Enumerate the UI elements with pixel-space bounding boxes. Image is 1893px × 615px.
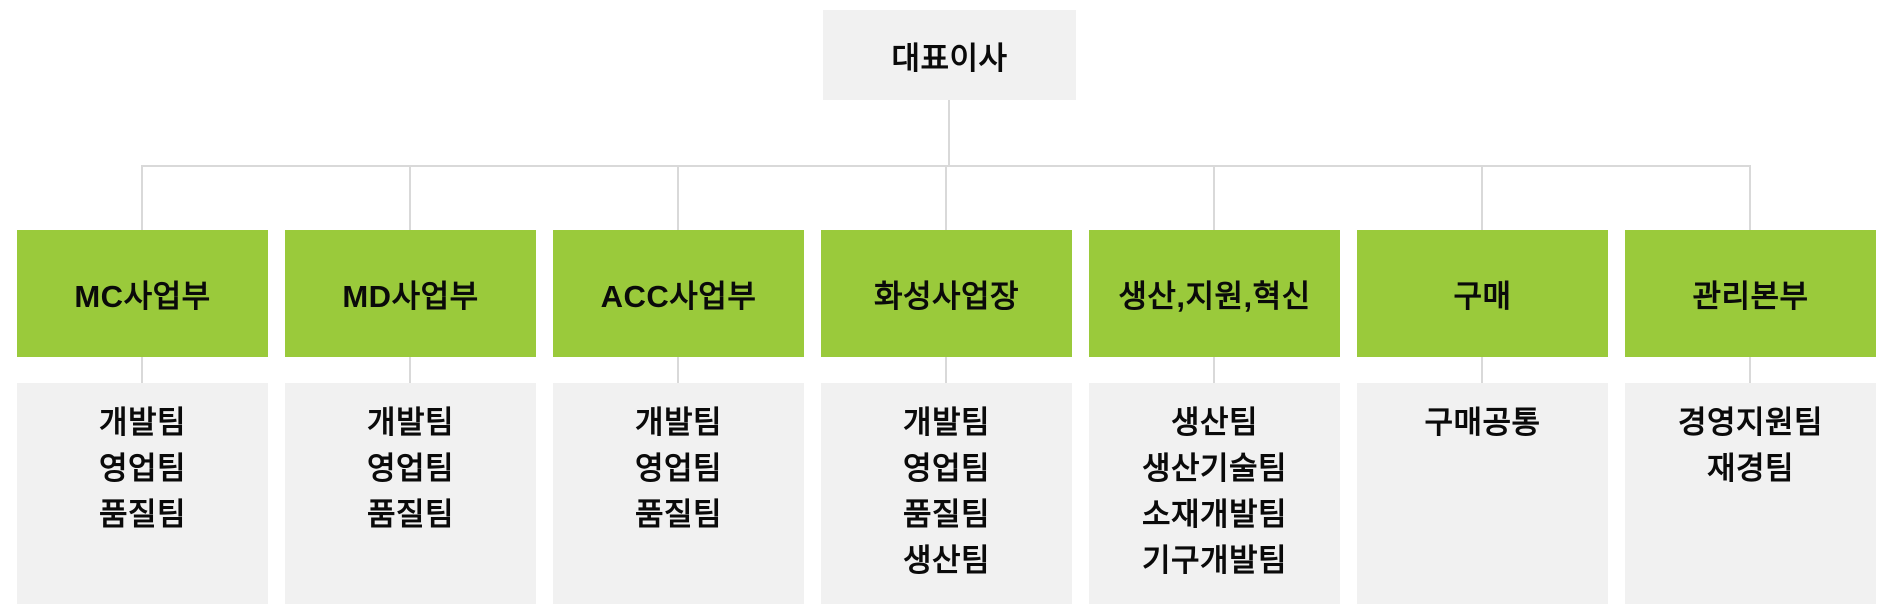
team-item: 구매공통 (1424, 405, 1541, 440)
dept-node: 화성사업장 (821, 230, 1072, 357)
connector-dept-to-teams-line (409, 357, 411, 383)
dept-column-6: 구매 구매공통 (1357, 0, 1608, 615)
connector-dept-to-teams-line (1481, 357, 1483, 383)
team-item: 생산팀 (902, 543, 991, 578)
dept-node: 구매 (1357, 230, 1608, 357)
team-item: 경영지원팀 (1677, 405, 1824, 440)
connector-rail-to-dept-line (1481, 165, 1483, 230)
connector-dept-to-teams-line (1749, 357, 1751, 383)
team-item: 영업팀 (98, 451, 187, 486)
connector-dept-to-teams-line (141, 357, 143, 383)
dept-node: MC사업부 (17, 230, 268, 357)
team-list: 구매공통 (1357, 383, 1608, 604)
team-item: 품질팀 (98, 497, 187, 532)
connector-dept-to-teams-line (1213, 357, 1215, 383)
connector-rail-to-dept-line (409, 165, 411, 230)
team-item: 생산팀 (1170, 405, 1259, 440)
team-item: 품질팀 (634, 497, 723, 532)
team-item: 영업팀 (902, 451, 991, 486)
team-item: 품질팀 (902, 497, 991, 532)
team-item: 개발팀 (634, 405, 723, 440)
connector-dept-to-teams-line (945, 357, 947, 383)
connector-rail-to-dept-line (141, 165, 143, 230)
team-item: 기구개발팀 (1141, 543, 1288, 578)
dept-node: MD사업부 (285, 230, 536, 357)
team-item: 생산기술팀 (1141, 451, 1288, 486)
team-item: 개발팀 (98, 405, 187, 440)
connector-rail-to-dept-line (677, 165, 679, 230)
connector-rail-to-dept-line (1749, 165, 1751, 230)
dept-node: 생산,지원,혁신 (1089, 230, 1340, 357)
connector-ceo-stem-line (948, 100, 950, 167)
dept-node: 관리본부 (1625, 230, 1876, 357)
connector-rail-to-dept-line (945, 165, 947, 230)
team-item: 개발팀 (902, 405, 991, 440)
team-item: 품질팀 (366, 497, 455, 532)
team-item: 재경팀 (1706, 451, 1795, 486)
team-item: 영업팀 (366, 451, 455, 486)
dept-node: ACC사업부 (553, 230, 804, 357)
connector-rail-to-dept-line (1213, 165, 1215, 230)
team-item: 개발팀 (366, 405, 455, 440)
ceo-node: 대표이사 (823, 10, 1076, 100)
team-item: 영업팀 (634, 451, 723, 486)
connector-dept-to-teams-line (677, 357, 679, 383)
team-item: 소재개발팀 (1141, 497, 1288, 532)
